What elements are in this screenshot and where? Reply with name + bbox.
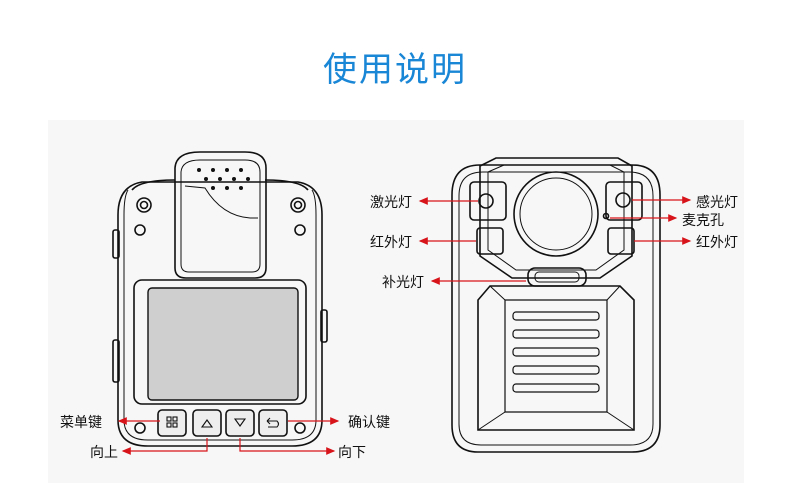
label-down: 向下 (338, 445, 366, 461)
label-light-sensor: 感光灯 (696, 195, 738, 211)
label-up: 向上 (90, 445, 118, 461)
up-button (192, 409, 222, 437)
belt-clip (174, 151, 267, 279)
label-ir-left: 红外灯 (370, 235, 412, 251)
confirm-button (258, 409, 288, 437)
front-body (117, 181, 323, 447)
down-button (225, 409, 255, 437)
menu-button (157, 409, 187, 437)
light-sensor (615, 192, 631, 208)
camera-lens (513, 171, 599, 257)
label-ir-right: 红外灯 (696, 235, 738, 251)
fill-light (527, 267, 587, 287)
grip-slots (512, 311, 600, 393)
speaker-holes (197, 168, 250, 190)
menu-icon (166, 416, 178, 428)
down-arrow-icon (233, 418, 247, 427)
laser-light (478, 193, 494, 209)
back-body (451, 164, 661, 453)
back-view (451, 157, 661, 453)
up-arrow-icon (200, 419, 214, 428)
front-view (112, 151, 328, 447)
label-laser-light: 激光灯 (370, 195, 412, 211)
page-title: 使用说明 (323, 50, 467, 90)
microphone-hole (602, 212, 610, 220)
back-icon (266, 417, 280, 428)
label-fill-light: 补光灯 (382, 275, 424, 291)
display-screen (147, 287, 299, 401)
ir-light-right (607, 227, 635, 255)
ir-light-left (476, 227, 504, 255)
label-menu-key: 菜单键 (60, 415, 102, 431)
label-microphone: 麦克孔 (682, 213, 724, 229)
label-confirm-key: 确认键 (348, 415, 390, 431)
